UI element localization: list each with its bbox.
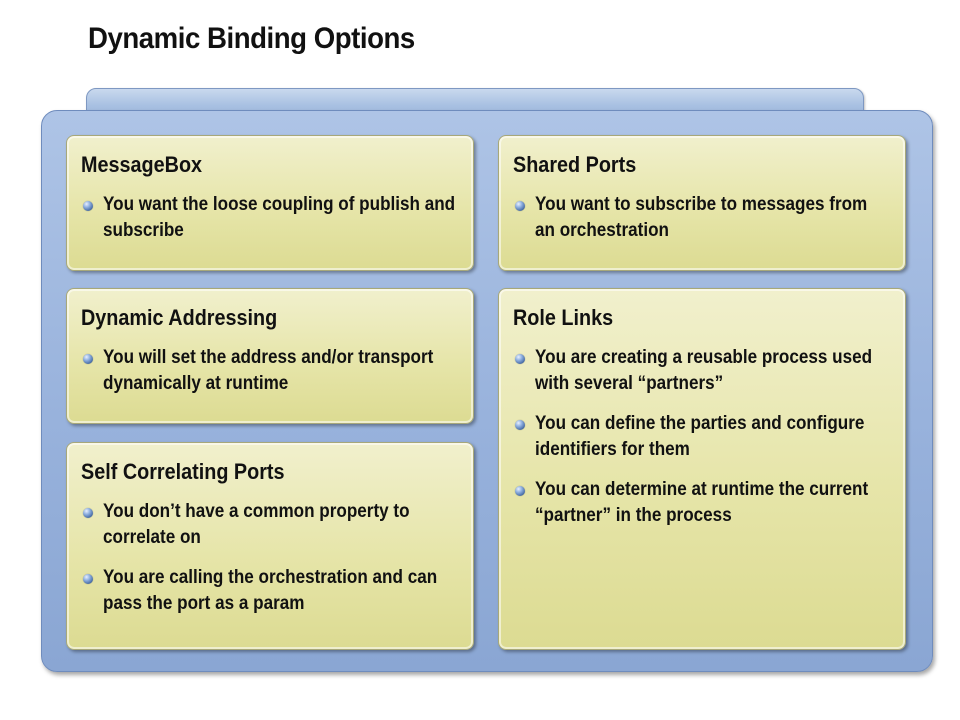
bullet-item: You are calling the orchestration and ca… (81, 565, 457, 617)
bullet-item: You don’t have a common property to corr… (81, 499, 457, 551)
bullet-item: You can define the parties and configure… (513, 411, 889, 463)
bullet-text: You are calling the orchestration and ca… (103, 567, 438, 614)
bullet-sphere-icon (515, 354, 525, 364)
bullet-sphere-icon (83, 508, 93, 518)
card-dynamic-addressing: Dynamic Addressing You will set the addr… (66, 288, 474, 424)
card-title: Self Correlating Ports (81, 459, 285, 484)
card-title: MessageBox (81, 152, 203, 177)
slide-title: Dynamic Binding Options (88, 22, 415, 55)
bullet-item: You want the loose coupling of publish a… (81, 192, 457, 244)
bullet-text: You can define the parties and configure… (535, 413, 865, 460)
bullet-sphere-icon (515, 201, 525, 211)
bullet-item: You are creating a reusable process used… (513, 345, 889, 397)
bullet-text: You will set the address and/or transpor… (103, 347, 434, 394)
bullet-text: You don’t have a common property to corr… (103, 501, 410, 548)
card-messagebox: MessageBox You want the loose coupling o… (66, 135, 474, 271)
bullet-text: You want the loose coupling of publish a… (103, 194, 456, 241)
card-title: Dynamic Addressing (81, 305, 278, 330)
card-shared-ports: Shared Ports You want to subscribe to me… (498, 135, 906, 271)
bullet-text: You are creating a reusable process used… (535, 347, 873, 394)
bullet-sphere-icon (515, 420, 525, 430)
bullet-text: You can determine at runtime the current… (535, 479, 869, 526)
bullet-sphere-icon (83, 201, 93, 211)
bullet-item: You can determine at runtime the current… (513, 477, 889, 529)
bullet-sphere-icon (83, 574, 93, 584)
bullet-sphere-icon (515, 486, 525, 496)
bullet-text: You want to subscribe to messages from a… (535, 194, 868, 241)
card-title: Shared Ports (513, 152, 637, 177)
card-self-correlating-ports: Self Correlating Ports You don’t have a … (66, 442, 474, 650)
card-title: Role Links (513, 305, 614, 330)
bullet-item: You want to subscribe to messages from a… (513, 192, 889, 244)
bullet-item: You will set the address and/or transpor… (81, 345, 457, 397)
bullet-sphere-icon (83, 354, 93, 364)
card-role-links: Role Links You are creating a reusable p… (498, 288, 906, 650)
